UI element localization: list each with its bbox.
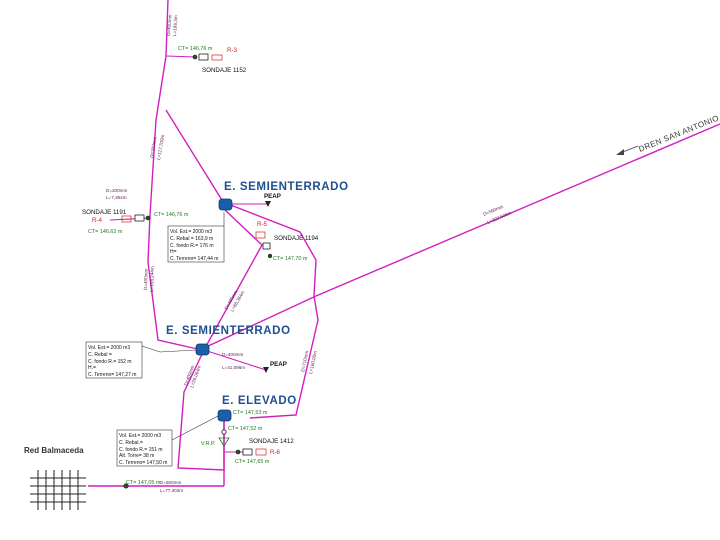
svg-text:C. Rebal.=: C. Rebal.=	[119, 440, 143, 446]
leader-semi2	[141, 345, 197, 353]
pump-1194-icon	[262, 242, 271, 250]
well-1191-name: SONDAJE 1191	[82, 209, 127, 216]
vrp-label: V.R.P.	[201, 441, 215, 447]
well-1152-tag: R-3	[227, 47, 238, 54]
svg-text:Vol. Est.= 2000 m3: Vol. Est.= 2000 m3	[119, 433, 161, 439]
svg-text:Alt. Torre= 38 m: Alt. Torre= 38 m	[119, 453, 154, 459]
well-1412-ct: CT= 147,65 m	[235, 459, 270, 465]
elevado-title: E. ELEVADO	[222, 395, 297, 407]
well-1412-node	[235, 449, 241, 455]
well-1191-marker-icon	[121, 215, 132, 223]
well-1191-tag: R-4	[92, 217, 103, 224]
well-1194-marker-icon	[255, 231, 266, 239]
pipe-dren	[203, 123, 720, 349]
svg-text:C. fondo R.= 151 m: C. fondo R.= 151 m	[119, 447, 163, 453]
info-box-semienterrado-2: Vol. Est.= 2000 m3 C. Rebal = C. fondo R…	[85, 341, 143, 379]
well-1412-marker-icon	[255, 448, 267, 456]
pipe-1191-diameter: D=200mm	[106, 188, 127, 193]
pump-1191-icon	[134, 214, 145, 222]
tank-semienterrado-1	[218, 198, 233, 211]
pipe-peap2-diameter: D=400mm	[222, 352, 243, 357]
well-1191-ct-below: CT= 146,62 m	[88, 229, 123, 235]
info-box-semienterrado-1: Vol. Est.= 2000 m3 C. Rebal = 163,9 m C.…	[167, 225, 225, 263]
well-1191-ct-right: CT= 146,76 m	[154, 212, 189, 218]
pipe-left-lower-diameter: D=400mm	[143, 268, 149, 290]
well-1152-name: SONDAJE 1152	[202, 67, 247, 74]
pump-1412-icon	[242, 448, 253, 456]
svg-text:C. Rebal = 163,9 m: C. Rebal = 163,9 m	[170, 236, 213, 242]
pipe-right-diameter: D=710mm	[300, 350, 309, 372]
pipe-right-loop	[227, 203, 319, 419]
dren-arrow-icon	[616, 145, 639, 155]
peap-1-label: PEAP	[264, 193, 281, 200]
pipe-bottom-diameter: D=600mm	[160, 480, 181, 485]
well-1194-tag: R-5	[257, 221, 268, 228]
pipe-peap2-length: L=41,096m	[222, 365, 245, 370]
tank-semienterrado-2	[195, 343, 210, 356]
peap-1-icon	[265, 201, 271, 207]
pipe-top-diameter: D=400mm	[166, 14, 172, 36]
elevado-node	[221, 429, 227, 435]
well-1194-node	[267, 253, 273, 259]
svg-text:Vol. Est.= 2000 m3: Vol. Est.= 2000 m3	[170, 229, 212, 235]
leader-elevado	[171, 415, 219, 441]
pipe-left-upper-length: L=117,700m	[156, 134, 165, 160]
pump-1152-icon	[198, 53, 209, 61]
svg-text:C. Rebal =: C. Rebal =	[88, 352, 112, 358]
red-balmaceda-label: Red Balmaceda	[24, 446, 84, 455]
pipe-bottom-length: L=77,402m	[160, 488, 183, 493]
svg-text:C. Terreno= 147,27 m: C. Terreno= 147,27 m	[88, 372, 136, 378]
pipe-1152	[165, 55, 197, 58]
well-1412-name: SONDAJE 1412	[249, 438, 294, 445]
pipe-left-upper-diameter: D=300mm	[149, 136, 158, 158]
pipe-to-semi1	[165, 109, 226, 206]
well-1152-node	[192, 54, 198, 60]
svg-text:C. fondo R.= 152 m: C. fondo R.= 152 m	[88, 359, 132, 365]
dren-label: DREN SAN ANTONIO	[637, 113, 720, 153]
semienterrado-2-title: E. SEMIENTERRADO	[166, 325, 291, 337]
svg-text:H.=: H.=	[88, 365, 96, 371]
svg-text:C. Terreno= 147,44 m: C. Terreno= 147,44 m	[170, 256, 218, 262]
svg-text:C. Terreno= 147,50 m: C. Terreno= 147,50 m	[119, 460, 167, 466]
red-balmaceda-grid	[30, 470, 86, 510]
pipe-right-length: L=160,00m	[308, 350, 318, 374]
peap-2-label: PEAP	[270, 361, 287, 368]
pipe-peap2	[203, 349, 267, 371]
elevado-ct-bottom: CT= 147,52 m	[228, 426, 263, 432]
well-1152-ct: CT= 146,76 m	[178, 46, 213, 52]
well-1412-tag: R-6	[270, 449, 281, 456]
svg-text:C. fondo R.= 176 m: C. fondo R.= 176 m	[170, 243, 214, 249]
elevado-ct-top: CT= 147,53 m	[233, 410, 268, 416]
balmaceda-ct: CT= 147,05 m	[126, 480, 161, 486]
info-box-elevado: Vol. Est.= 2000 m3 C. Rebal.= C. fondo R…	[116, 429, 173, 467]
svg-text:H=: H=	[170, 249, 177, 255]
pipe-left-lower-length: L=108,244m	[149, 266, 155, 292]
pipe-left-lower	[147, 214, 203, 351]
well-1194-ct: CT= 147,70 m	[273, 256, 308, 262]
pipe-top-length: L=186,3m	[172, 15, 178, 36]
balmaceda-node	[123, 483, 129, 489]
pipe-1191-length: L=7,354m	[106, 195, 127, 200]
tank-elevado	[217, 409, 232, 422]
vrp-valve-icon	[218, 437, 230, 447]
well-1152-marker-icon	[211, 54, 223, 61]
semienterrado-1-title: E. SEMIENTERRADO	[224, 181, 349, 193]
well-1191-node	[145, 215, 151, 221]
well-1194-name: SONDAJE 1194	[274, 235, 319, 242]
pipe-mid	[204, 209, 263, 349]
peap-2-icon	[263, 367, 269, 373]
pipe-left-upper	[149, 0, 169, 216]
pipe-network	[88, 0, 720, 487]
svg-text:Vol. Est.= 2000 m3: Vol. Est.= 2000 m3	[88, 345, 130, 351]
